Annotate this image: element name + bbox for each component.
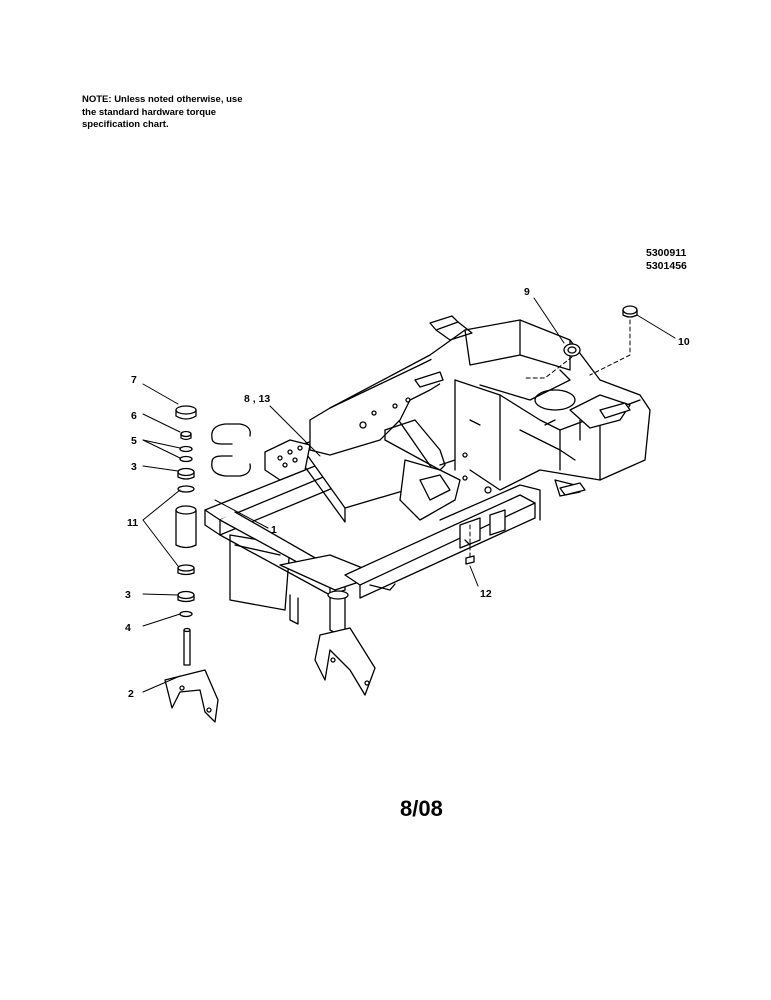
foot-plate	[264, 439, 311, 481]
callout-4: 4	[125, 622, 131, 634]
mounting-tabs	[384, 315, 631, 496]
part-number-2: 5301456	[646, 260, 687, 272]
callout-7: 7	[131, 374, 137, 386]
callout-9: 9	[524, 286, 530, 298]
install-lines	[469, 319, 631, 561]
callout-8-13: 8 , 13	[244, 393, 270, 405]
callout-12: 12	[480, 588, 492, 600]
note-line-2: the standard hardware torque	[82, 106, 217, 118]
note-line-3: specification chart.	[82, 119, 169, 130]
part-10-bushing	[622, 305, 638, 318]
callout-3-lower: 3	[125, 589, 131, 601]
callout-11: 11	[127, 517, 138, 529]
rear-frame-body	[429, 319, 651, 497]
callout-labels: 7 6 5 3 11 3 4 2 8 , 13 1 9 10 12	[125, 286, 690, 700]
callout-1: 1	[271, 524, 277, 536]
caster-hardware-stack	[164, 405, 219, 723]
callout-10: 10	[678, 336, 690, 348]
part-12-bolt	[465, 555, 475, 565]
right-frame-rail	[344, 484, 541, 599]
installed-caster	[314, 590, 376, 696]
part-number-1: 5300911	[646, 247, 687, 259]
torque-note: NOTE: Unless noted otherwise, use the st…	[82, 94, 282, 132]
callout-3-upper: 3	[131, 461, 137, 473]
part-numbers: 5300911 5301456	[646, 247, 687, 273]
part-9-grommet	[563, 343, 581, 357]
date-code: 8/08	[400, 796, 443, 821]
callout-6: 6	[131, 410, 137, 422]
leader-lines	[142, 297, 676, 693]
callout-2: 2	[128, 688, 134, 700]
note-line-1: NOTE: Unless noted otherwise, use	[82, 94, 243, 105]
clip-ring-details	[211, 423, 251, 477]
callout-5: 5	[131, 435, 137, 447]
